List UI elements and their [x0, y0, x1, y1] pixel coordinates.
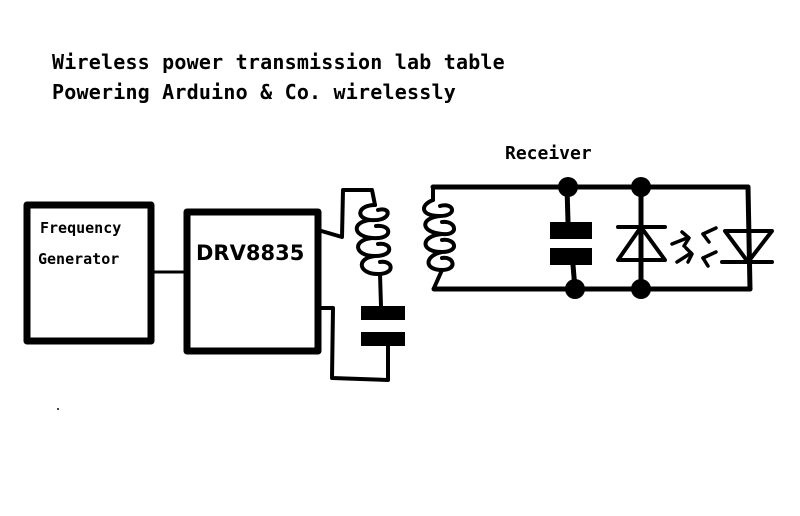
junction-diode-bottom: [631, 279, 651, 299]
driver-output-wire-bottom: [316, 306, 390, 382]
frequency-generator-label-line2: Generator: [38, 250, 120, 268]
receiver-right-rail: [745, 184, 753, 292]
receiver-label: Receiver: [505, 143, 592, 164]
driver-box: [183, 208, 322, 355]
led: [720, 229, 774, 264]
transmitter-coil: [354, 203, 393, 308]
light-emission-arrows: [670, 226, 718, 268]
junction-diode-top: [631, 177, 651, 197]
driver-output-wire-top: [316, 188, 377, 239]
frequency-generator-label-line1: Frequency: [40, 219, 122, 237]
stray-dot: [57, 408, 59, 410]
driver-label: DRV8835: [196, 241, 305, 265]
photodiode: [616, 184, 667, 292]
transmitter-capacitor: [361, 306, 405, 346]
junction-dots: [57, 177, 651, 410]
junction-cap-top: [558, 177, 578, 197]
diagram-title: Wireless power transmission lab table: [52, 50, 505, 74]
receiver-coil: [422, 185, 456, 290]
receiver-capacitor: [550, 222, 592, 265]
diagram-subtitle: Powering Arduino & Co. wirelessly: [52, 80, 456, 104]
junction-cap-bottom: [565, 279, 585, 299]
